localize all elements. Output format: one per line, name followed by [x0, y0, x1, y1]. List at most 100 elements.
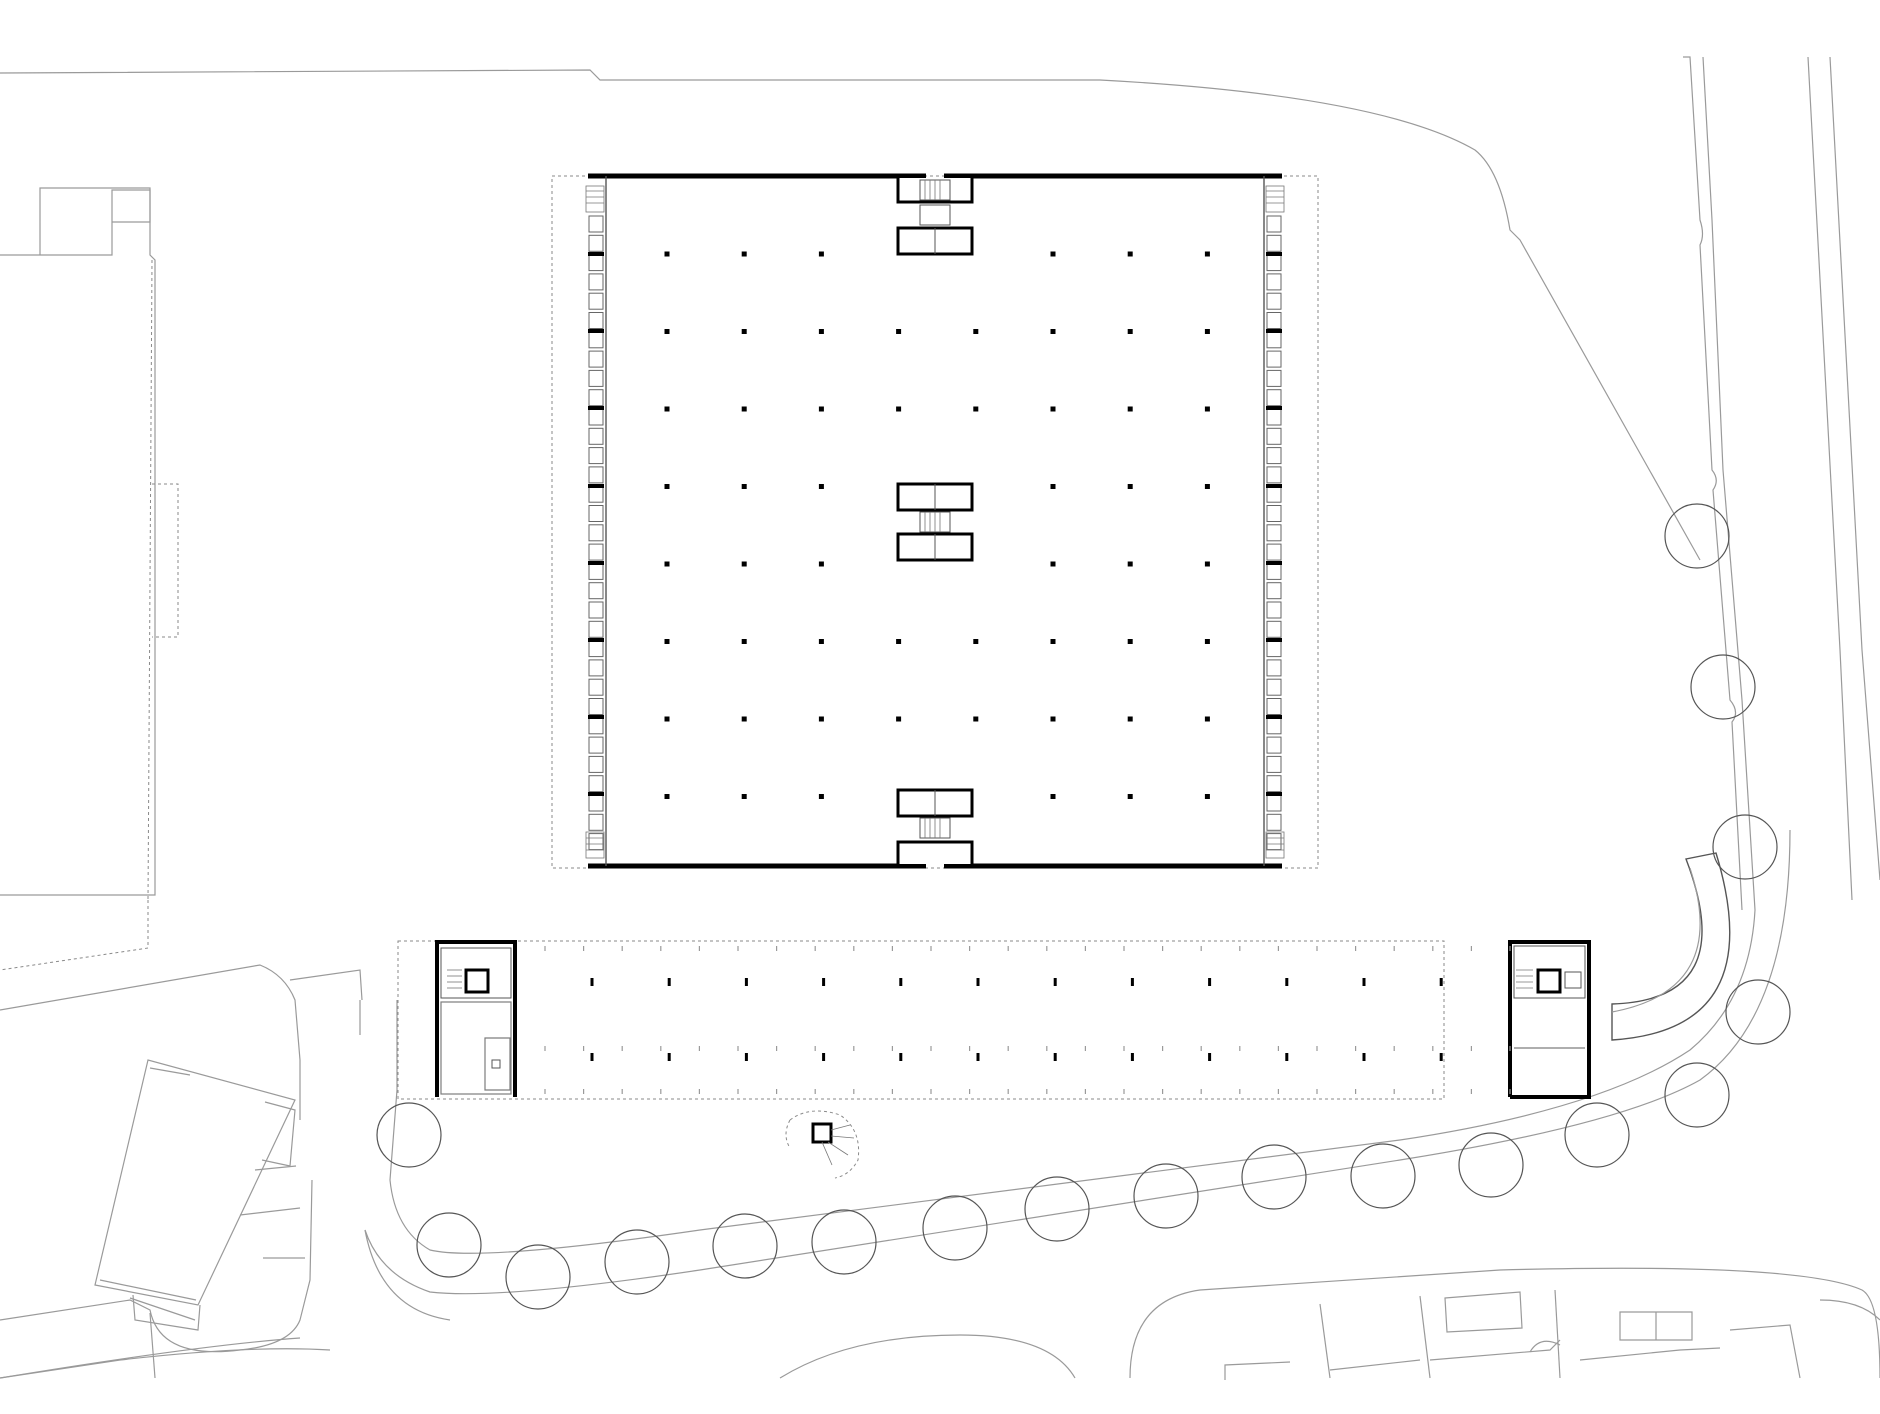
column — [741, 329, 747, 334]
pier — [588, 406, 604, 410]
facade-bay — [1266, 215, 1282, 233]
column — [822, 978, 826, 986]
facade-bay — [1266, 794, 1282, 812]
facade-bay — [1266, 601, 1282, 619]
core-middle — [896, 482, 974, 562]
column — [896, 406, 902, 412]
column — [1204, 329, 1210, 334]
tree — [922, 1195, 988, 1261]
pier — [588, 561, 604, 565]
facade-bay — [1266, 408, 1282, 426]
column — [1439, 1053, 1443, 1061]
column — [1127, 716, 1133, 722]
column — [973, 329, 979, 334]
hall-column-grid — [664, 251, 1210, 799]
pier — [1266, 329, 1282, 333]
tree — [376, 1102, 442, 1168]
core-bottom — [896, 788, 974, 864]
column — [667, 1053, 671, 1061]
column — [664, 406, 670, 412]
pier — [588, 638, 604, 642]
facade-bay — [1266, 562, 1282, 580]
column — [741, 794, 747, 799]
column — [1050, 639, 1056, 644]
facade-bay — [1266, 698, 1282, 715]
facade-bay — [1266, 312, 1282, 329]
facade-bay — [588, 659, 604, 677]
facade-bay — [1266, 620, 1282, 638]
column — [1050, 561, 1056, 567]
trees — [376, 503, 1791, 1310]
facade-bay — [588, 562, 604, 580]
column — [818, 329, 824, 334]
site-context-lines — [0, 56, 1880, 1380]
column — [896, 639, 902, 644]
column — [818, 251, 824, 257]
column — [741, 639, 747, 644]
facade-bay — [1266, 331, 1282, 349]
facade-bay — [1266, 717, 1282, 735]
facade-bay — [1266, 659, 1282, 677]
facade-bay — [588, 369, 604, 387]
column — [1127, 561, 1133, 567]
column — [667, 978, 671, 986]
pier — [588, 715, 604, 719]
column — [664, 794, 670, 799]
facade-bay — [588, 717, 604, 735]
facade-bay — [1266, 292, 1282, 310]
right-facade-bays — [1266, 215, 1282, 851]
column — [973, 716, 979, 722]
facade-bay — [1266, 640, 1282, 658]
column — [741, 251, 747, 257]
corner-stair — [585, 185, 1285, 859]
facade-bay — [588, 312, 604, 329]
pier — [1266, 638, 1282, 642]
tree — [416, 1212, 482, 1278]
facade-bay — [1266, 543, 1282, 561]
annex-column-grid — [544, 946, 1511, 1094]
pier — [588, 252, 604, 256]
column — [896, 716, 902, 722]
facade-bay — [1266, 736, 1282, 754]
column — [1362, 1053, 1366, 1061]
column — [664, 639, 670, 644]
facade-bay — [1266, 389, 1282, 407]
facade-bay — [588, 234, 604, 252]
facade-bay — [1266, 755, 1282, 773]
column — [1050, 794, 1056, 799]
tree — [1458, 1132, 1524, 1198]
column — [744, 1053, 748, 1061]
facade-bay — [588, 813, 604, 831]
column — [741, 716, 747, 722]
core-top — [896, 178, 974, 256]
column — [1208, 978, 1212, 986]
column — [1285, 978, 1289, 986]
column — [1130, 1053, 1134, 1061]
column — [1208, 1053, 1212, 1061]
facade-bay — [588, 698, 604, 715]
pier — [588, 792, 604, 796]
facade-bay — [1266, 813, 1282, 831]
tree — [1664, 1062, 1730, 1128]
column — [1204, 406, 1210, 412]
column — [1127, 484, 1133, 489]
column — [973, 639, 979, 644]
facade-bay — [588, 485, 604, 503]
column — [1127, 251, 1133, 257]
tree — [1664, 503, 1730, 569]
column — [899, 1053, 903, 1061]
facade-bay — [1266, 678, 1282, 696]
tree — [811, 1209, 877, 1275]
tree — [1133, 1163, 1199, 1229]
facade-bay — [1266, 524, 1282, 542]
facade-bay — [588, 273, 604, 291]
column — [1204, 561, 1210, 567]
facade-bay — [588, 755, 604, 773]
main-hall — [551, 173, 1319, 869]
column — [899, 978, 903, 986]
facade-bay — [588, 640, 604, 658]
column — [818, 639, 824, 644]
column — [1050, 329, 1056, 334]
column — [1204, 484, 1210, 489]
facade-bay — [588, 736, 604, 754]
